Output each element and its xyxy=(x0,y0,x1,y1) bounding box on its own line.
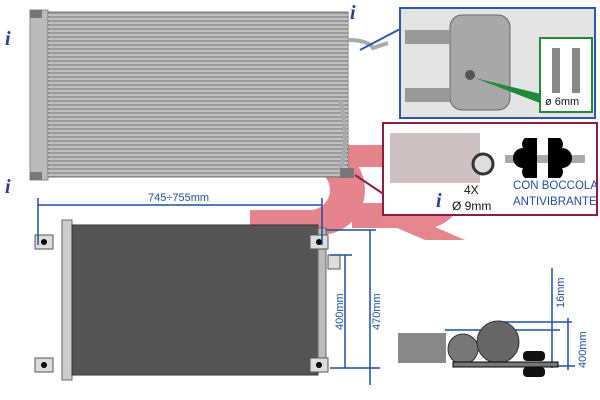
bushing-note-line1: CON BOCCOLA xyxy=(513,180,598,192)
core-height-label: 400mm xyxy=(334,293,346,330)
mount-count-label: 4X xyxy=(464,183,479,197)
front-view-drawing xyxy=(34,219,341,381)
side-core-label: 400mm xyxy=(577,331,589,368)
width-dimension-label: 745÷755mm xyxy=(148,192,210,204)
mount-diameter-label: Ø 9mm xyxy=(452,199,492,213)
bushing-icon xyxy=(505,138,585,178)
info-icon[interactable]: i xyxy=(5,28,11,50)
info-icon[interactable]: i xyxy=(436,190,442,212)
bushing-note-line2: ANTIVIBRANTE xyxy=(513,196,597,208)
info-icon[interactable]: i xyxy=(5,176,11,198)
info-icon[interactable]: i xyxy=(350,2,356,24)
condenser-photo xyxy=(29,9,389,181)
inlet-diameter-label: ø 6mm xyxy=(545,96,580,108)
green-detail-box xyxy=(539,37,593,113)
total-height-label: 470mm xyxy=(371,293,383,330)
side-view-drawing xyxy=(398,320,559,377)
side-gap-label: 16mm xyxy=(555,277,567,308)
